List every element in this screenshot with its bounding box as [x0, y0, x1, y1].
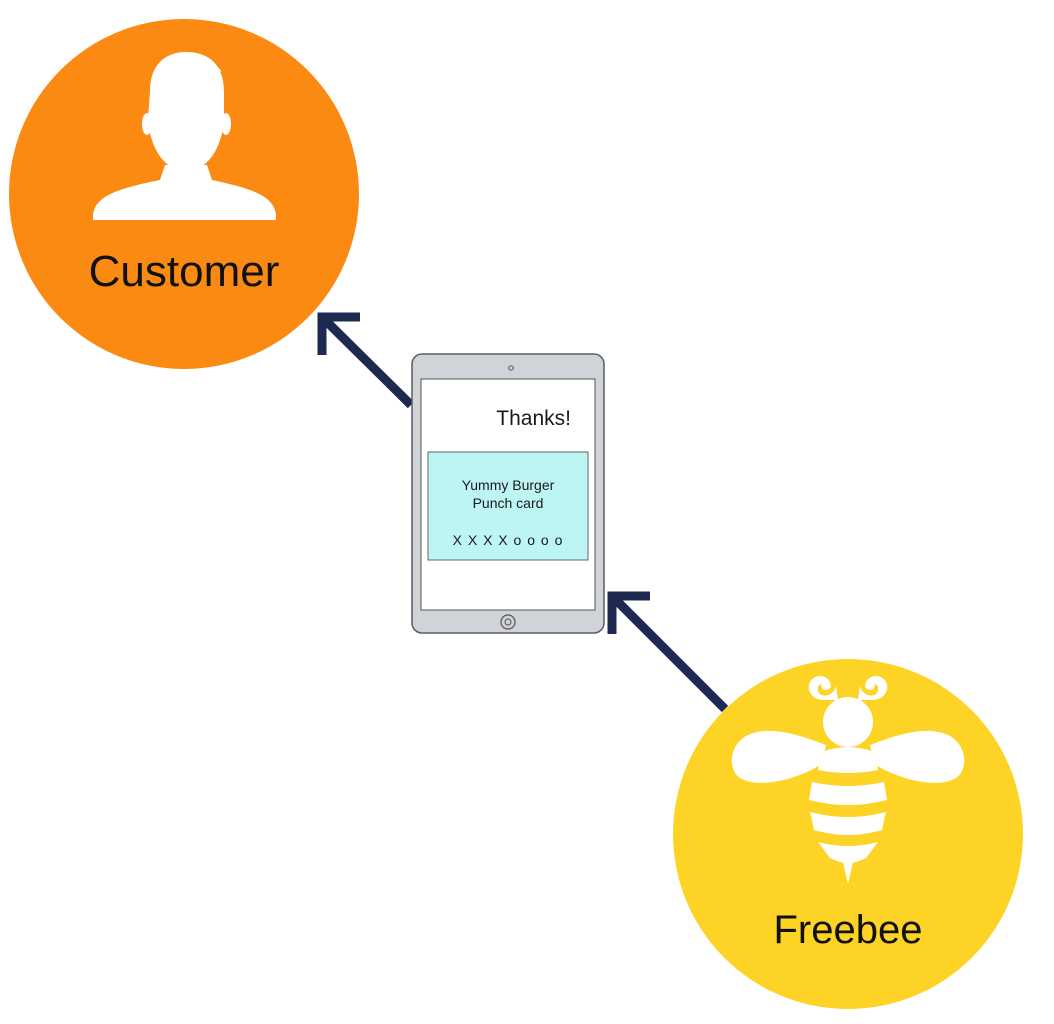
- freebee-label: Freebee: [774, 908, 923, 952]
- punch-card-punches: X X X X o o o o: [453, 532, 564, 548]
- punch-card-subtitle: Punch card: [473, 495, 544, 511]
- thanks-message: Thanks!: [496, 407, 571, 430]
- punch-card: [427, 451, 589, 561]
- customer-label: Customer: [89, 247, 280, 296]
- tablet-camera: [508, 365, 514, 371]
- person-icon: [93, 52, 276, 220]
- punch-card-title: Yummy Burger: [462, 477, 555, 493]
- arrow-tablet-to-customer: [317, 312, 415, 409]
- tablet-icon: Thanks! Yummy Burger Punch card X X X X …: [411, 353, 605, 634]
- tablet-home-button: [500, 614, 516, 630]
- freebee-node: Freebee: [673, 659, 1023, 1009]
- arrow-freebee-to-tablet: [607, 591, 729, 713]
- bee-icon: [731, 676, 965, 884]
- customer-node: Customer: [9, 19, 359, 369]
